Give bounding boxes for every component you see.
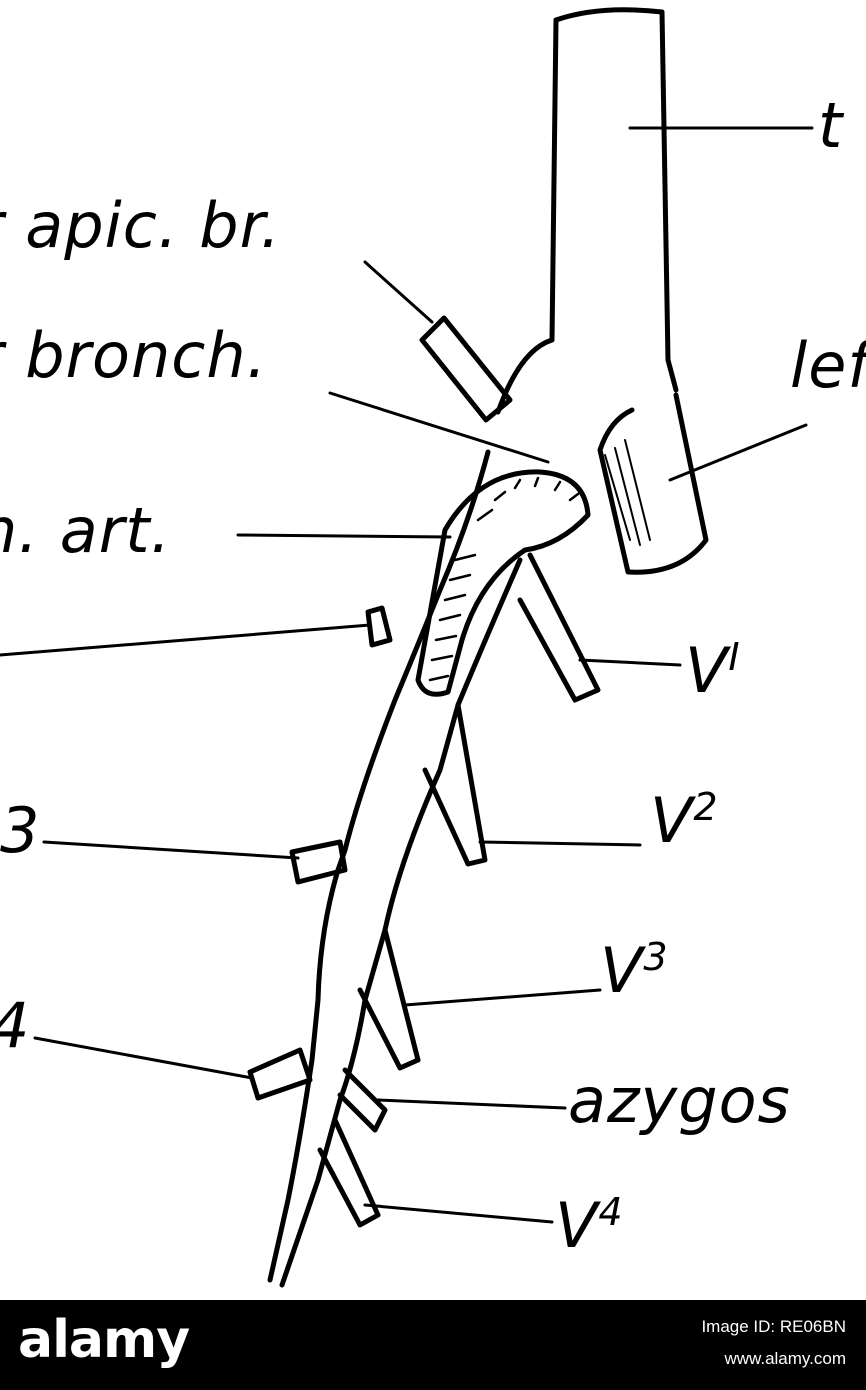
leader-v1 (578, 658, 682, 667)
artery-hatch (428, 476, 580, 682)
alamy-logo: alamy (18, 1310, 190, 1370)
label-3: 3 (0, 794, 41, 867)
watermark-footer: alamy Image ID: RE06BN www.alamy.com (0, 1300, 866, 1390)
label-azygos: azygos (568, 1064, 791, 1137)
label-left: lef (790, 329, 866, 402)
label-artery: n. art. (0, 494, 172, 567)
label-v2: V2 (650, 784, 719, 857)
leader-apic (363, 260, 434, 324)
pulmonary-artery (415, 469, 591, 697)
label-4: 4 (0, 995, 30, 1057)
label-v3: V3 (600, 934, 669, 1007)
diagram-drawing (0, 7, 814, 1288)
trachea-left-wall (495, 17, 559, 415)
label-t: t (818, 89, 844, 162)
label-v4: V4 (555, 1189, 624, 1262)
stub-upper (365, 605, 393, 648)
image-id: Image ID: RE06BN (701, 1317, 846, 1336)
left-bronchus (597, 392, 709, 575)
apical-bronchus (419, 315, 513, 423)
leader-lef (668, 423, 808, 482)
stem-right-outline (279, 557, 523, 1288)
branch-v2 (422, 702, 488, 867)
leader-upper (0, 623, 372, 657)
trachea-right-side (665, 357, 679, 393)
leader-art (236, 533, 452, 539)
left-bronchus-hatch (604, 439, 651, 546)
branch-v4 (317, 1117, 381, 1228)
trachea (553, 7, 671, 363)
label-apical-bronchus: r apic. br. (0, 189, 282, 262)
bronchial-tree-diagram: t r apic. br. r bronch. lef n. art. VI V… (0, 7, 866, 1288)
branch-v3 (357, 927, 421, 1071)
leader-bronch (328, 391, 550, 464)
stem-left-outline (267, 449, 491, 1283)
label-bronchus: r bronch. (0, 319, 268, 392)
stub-4 (247, 1047, 313, 1101)
label-v1: VI (685, 634, 741, 707)
leader-v3 (403, 988, 602, 1007)
branch-v1 (517, 552, 601, 703)
leader-azygos (376, 1098, 567, 1110)
site-url: www.alamy.com (724, 1349, 846, 1368)
branch-azygos (337, 1067, 388, 1133)
leader-4 (33, 1036, 254, 1080)
stub-3 (289, 839, 348, 885)
leader-v4 (363, 1203, 554, 1224)
leader-3 (42, 840, 300, 860)
leader-v2 (478, 840, 642, 847)
